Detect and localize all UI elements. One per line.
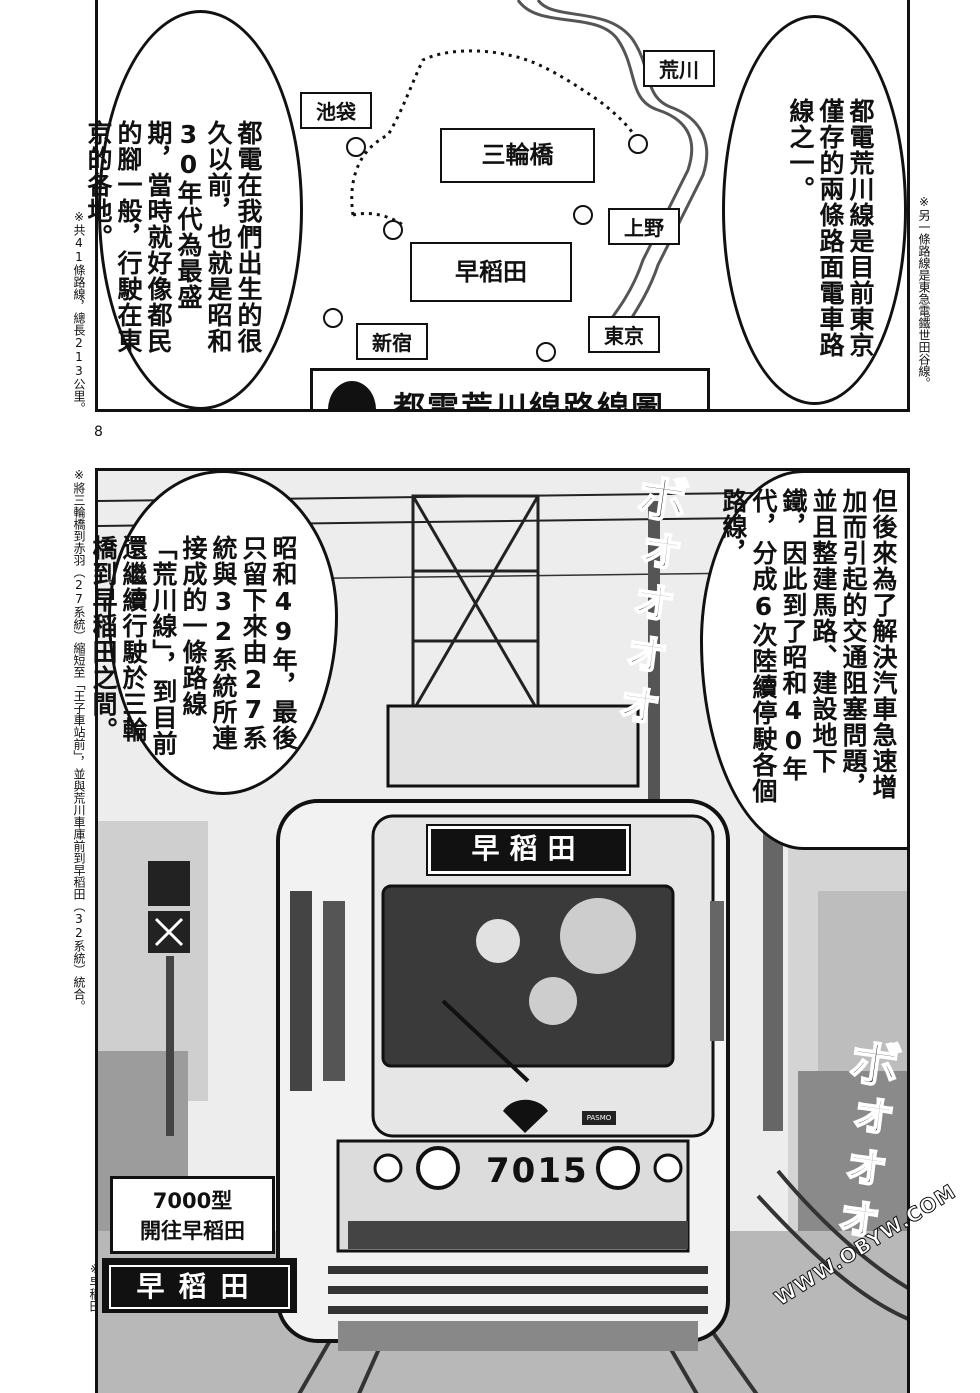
caption-line1: 7000型 bbox=[152, 1189, 233, 1213]
station-marker-shinjuku bbox=[323, 308, 343, 328]
bubble-text-top-left: 都電在我們出生的很久以前，也就是昭和30年代為最盛期，當時就好像都民的腳一般，行… bbox=[84, 120, 263, 354]
destination-sign-text: 早稻田 bbox=[471, 832, 586, 865]
map-title: 都電荒川線路線圖 bbox=[393, 389, 666, 412]
station-marker-tokyo bbox=[536, 342, 556, 362]
station-marker-waseda bbox=[383, 220, 403, 240]
caption-line2: 開往早稻田 bbox=[140, 1219, 245, 1243]
bubble-text-top-right: 都電荒川線是目前東京僅存的兩條路面電車路線之一。 bbox=[786, 98, 875, 358]
pasmo-badge: PASMO bbox=[582, 1111, 616, 1125]
speech-bubble-top-right bbox=[722, 15, 907, 405]
speech-bubble-middle-right bbox=[700, 470, 907, 850]
note-left-middle: ※將三輪橋到赤羽（27系統）縮短至「王子車站前」，並與荒川車庫前到早稻田（32系… bbox=[72, 468, 86, 1012]
note-right-top: ※另一條路線是東急電鐵世田谷線。 bbox=[917, 195, 931, 389]
station-marker-ueno bbox=[573, 205, 593, 225]
station-label-tokyo: 東京 bbox=[588, 316, 660, 353]
caption-sign-text: 早稻田 bbox=[109, 1265, 290, 1309]
page-number: 8 bbox=[94, 424, 103, 440]
station-marker-minowabashi bbox=[628, 134, 648, 154]
bubble-text-middle-left: 昭和49年，最後只留下來由27系統與32系統所連接成的一條路線「荒川線」，到目前… bbox=[89, 535, 298, 757]
station-marker-ikebukuro bbox=[346, 137, 366, 157]
caption-sign: 早稻田 bbox=[102, 1258, 297, 1313]
station-label-arakawa: 荒川 bbox=[643, 50, 715, 87]
station-label-minowabashi: 三輪橋 bbox=[440, 128, 595, 183]
destination-sign: 早稻田 bbox=[426, 824, 631, 876]
station-label-shinjuku: 新宿 bbox=[356, 323, 428, 360]
bubble-text-middle-right: 但後來為了解決汽車急速增加而引起的交通阻塞問題，並且整建馬路、建設地下鐵，因此到… bbox=[719, 488, 898, 804]
map-title-box: 都電荒川線路線圖 bbox=[310, 368, 710, 412]
tokyo-emblem-icon bbox=[328, 381, 376, 409]
caption-box: 7000型 開往早稻田 bbox=[110, 1176, 275, 1254]
car-number: 7015 bbox=[486, 1151, 589, 1191]
speech-bubble-top-left bbox=[98, 10, 303, 410]
station-label-ikebukuro: 池袋 bbox=[300, 92, 372, 129]
speech-bubble-middle-left bbox=[108, 470, 338, 795]
station-label-waseda: 早稻田 bbox=[410, 242, 572, 302]
station-label-ueno: 上野 bbox=[608, 208, 680, 245]
note-left-top: ※共41條路線，總長213公里。 bbox=[72, 210, 86, 414]
tram-scene bbox=[98, 471, 907, 1393]
